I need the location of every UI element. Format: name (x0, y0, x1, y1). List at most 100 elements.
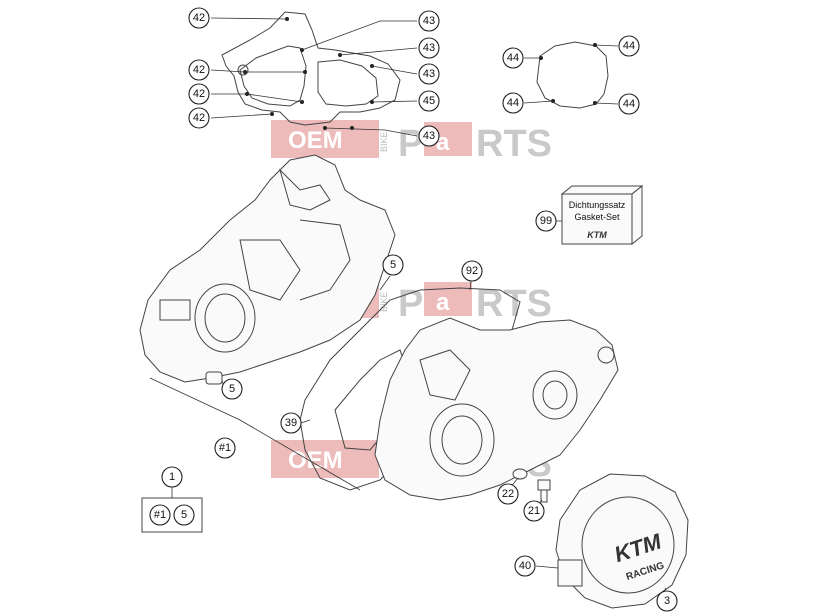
callout-43[interactable]: 43 (418, 125, 440, 147)
callout-42[interactable]: 42 (188, 107, 210, 129)
box-front (561, 193, 633, 245)
case-pocket (239, 239, 301, 301)
watermark-rts: RTS (476, 283, 552, 325)
svg-text:99: 99 (540, 215, 552, 227)
right-case-lug (597, 346, 615, 364)
gasket-dowel-dots (243, 17, 374, 130)
kit-box (141, 487, 203, 533)
callout-40[interactable]: 40 (514, 555, 536, 577)
right-bore-upper (532, 370, 578, 420)
right-bearing-bore (429, 403, 495, 477)
left-crankcase-half (139, 154, 396, 383)
ignition-cover-boss (557, 559, 583, 587)
clutch-cover-gasket (523, 41, 619, 109)
callout-5[interactable]: 5 (382, 254, 404, 276)
svg-text:#1: #1 (219, 442, 231, 454)
watermark-a: a (436, 289, 450, 316)
callout-44[interactable]: 44 (618, 93, 640, 115)
svg-text:44: 44 (623, 98, 635, 110)
callout-3[interactable]: 3 (656, 590, 678, 612)
case-wall (299, 219, 351, 301)
callout-43[interactable]: 43 (418, 63, 440, 85)
callout-5[interactable]: 5 (221, 378, 243, 400)
callout-22[interactable]: 22 (497, 483, 519, 505)
callout-1[interactable]: 1 (161, 466, 183, 488)
svg-text:39: 39 (285, 417, 297, 429)
callout-42[interactable]: 42 (188, 59, 210, 81)
cover-gasket-outline (536, 41, 609, 109)
ignition-cover: KTM RACING (535, 473, 689, 609)
right-case-rib (419, 349, 471, 401)
gasket-set-box: Dichtungssatz Gasket-Set KTM (556, 184, 644, 246)
svg-text:42: 42 (193, 64, 205, 76)
right-case-outline (374, 317, 619, 501)
callout-21[interactable]: 21 (523, 500, 545, 522)
svg-text:1: 1 (169, 471, 175, 483)
watermark-p: P (398, 123, 423, 165)
svg-text:40: 40 (519, 560, 531, 572)
callout-99[interactable]: 99 (535, 210, 557, 232)
callout-43[interactable]: 43 (418, 10, 440, 32)
gasket-leaders (210, 17, 418, 137)
svg-text:44: 44 (623, 40, 635, 52)
callout-5-in-box[interactable]: 5 (173, 504, 195, 526)
gasket-hole (237, 64, 249, 76)
callout-43[interactable]: 43 (418, 37, 440, 59)
svg-text:5: 5 (181, 509, 187, 521)
watermark-oem: OEM (288, 127, 343, 154)
watermark-bike: BIKE (379, 131, 389, 152)
bearing-bore-inner (204, 293, 246, 343)
leader-1ref (149, 377, 361, 491)
svg-text:42: 42 (193, 88, 205, 100)
callout-39[interactable]: 39 (280, 412, 302, 434)
box-side (631, 184, 643, 246)
svg-text:92: 92 (466, 265, 478, 277)
svg-text:44: 44 (507, 97, 519, 109)
svg-text:5: 5 (390, 259, 396, 271)
svg-text:42: 42 (193, 12, 205, 24)
watermark-p: P (398, 283, 423, 325)
gasket-inner-outline (239, 45, 307, 107)
gasket-inner-outline-right (317, 59, 379, 107)
watermark-a-block (424, 282, 472, 316)
gasket-set-line1: Dichtungssatz (569, 200, 626, 210)
callout-45[interactable]: 45 (418, 90, 440, 112)
crankcase-gasket-top (221, 11, 401, 126)
box-top (560, 185, 644, 195)
right-bearing-inner (441, 415, 483, 465)
left-case-outline (139, 154, 396, 383)
svg-text:44: 44 (507, 52, 519, 64)
svg-text:21: 21 (528, 505, 540, 517)
callout-44[interactable]: 44 (618, 35, 640, 57)
svg-text:43: 43 (423, 68, 435, 80)
bearing-bore (194, 283, 256, 353)
callout-92[interactable]: 92 (461, 260, 483, 282)
watermark-bike: BIKE (379, 291, 389, 312)
callout-1-ref[interactable]: #1 (214, 437, 236, 459)
case-pad (159, 299, 191, 321)
callout-42[interactable]: 42 (188, 83, 210, 105)
right-bore-upper-inner (542, 380, 568, 410)
gasket-set-logo: KTM (587, 230, 607, 240)
watermark-block (271, 440, 379, 478)
svg-text:3: 3 (664, 595, 670, 607)
svg-text:43: 43 (423, 15, 435, 27)
svg-text:43: 43 (423, 42, 435, 54)
ignition-cover-dome (581, 496, 675, 594)
plug-seal-22 (509, 468, 528, 489)
svg-text:22: 22 (502, 488, 514, 500)
dowel-sleeve (205, 371, 225, 389)
watermark-rts: RTS (476, 123, 552, 165)
callout-44[interactable]: 44 (502, 47, 524, 69)
svg-text:45: 45 (423, 95, 435, 107)
svg-text:43: 43 (423, 130, 435, 142)
gasket-outline (221, 11, 401, 126)
callout-42[interactable]: 42 (188, 7, 210, 29)
callout-1-in-box[interactable]: #1 (149, 504, 171, 526)
right-crankcase-half (374, 317, 619, 501)
svg-text:5: 5 (229, 383, 235, 395)
svg-text:42: 42 (193, 112, 205, 124)
callout-44[interactable]: 44 (502, 92, 524, 114)
svg-text:#1: #1 (154, 509, 166, 521)
